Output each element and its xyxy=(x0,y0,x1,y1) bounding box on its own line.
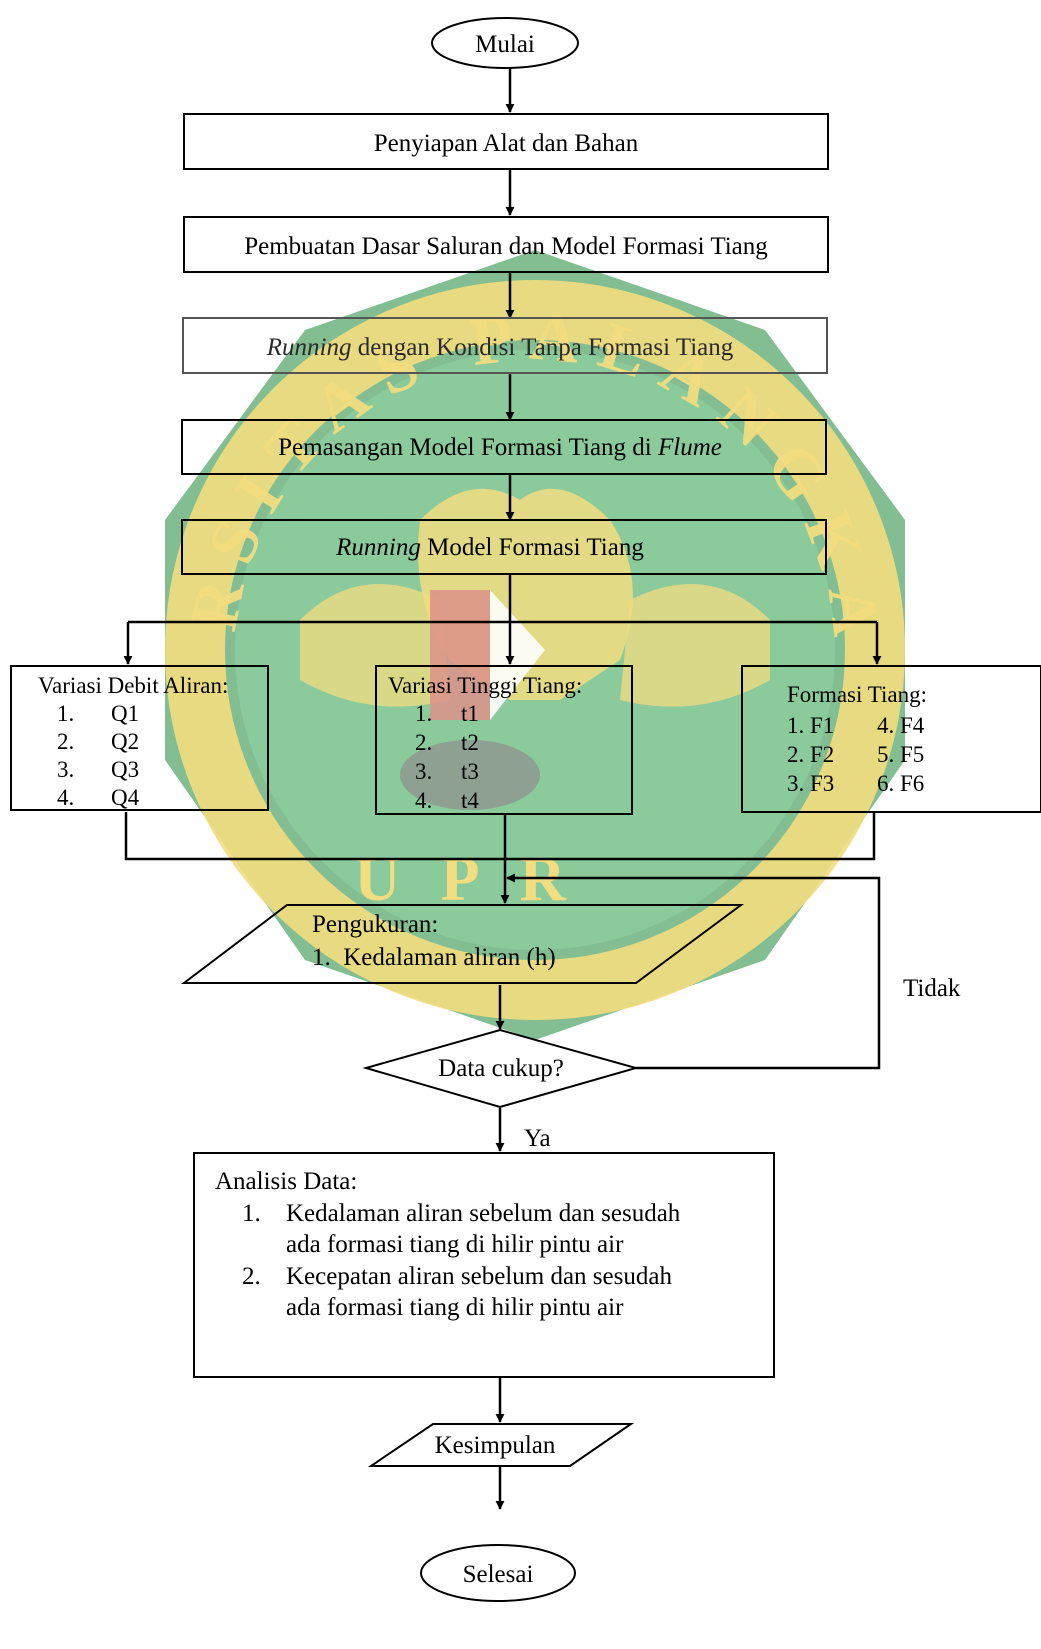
measurement-title: Pengukuran: xyxy=(312,911,438,938)
formation-title: Formasi Tiang: xyxy=(787,682,927,707)
run-model-label: Running Model Formasi Tiang xyxy=(335,534,644,561)
height-item-label: t1 xyxy=(461,701,479,726)
install-box xyxy=(181,419,827,475)
start-label: Mulai xyxy=(475,31,535,58)
run-model-box xyxy=(181,519,827,575)
decision-label: Data cukup? xyxy=(438,1055,564,1082)
debit-box xyxy=(10,665,269,811)
debit-item-label: Q4 xyxy=(111,785,140,810)
end-label: Selesai xyxy=(463,1561,534,1588)
height-item-num: 2. xyxy=(415,730,432,755)
height-item-num: 1. xyxy=(415,701,432,726)
debit-item-label: Q1 xyxy=(111,701,139,726)
formation-list: 1. F1 4. F4 2. F2 5. F5 3. F3 6. F6 xyxy=(787,713,925,796)
label-no: Tidak xyxy=(903,975,961,1002)
debit-title: Variasi Debit Aliran: xyxy=(38,673,228,698)
prepare-box xyxy=(183,113,829,170)
debit-list: 1. Q1 2. Q2 3. Q3 4. Q4 xyxy=(57,701,140,810)
merge-from-debit xyxy=(124,812,505,861)
install-text: Pemasangan Model Formasi Tiang di xyxy=(278,434,658,461)
run-without-label: Running dengan Kondisi Tanpa Formasi Tia… xyxy=(266,334,734,361)
labels: Mulai Penyiapan Alat dan Bahan Pembuatan… xyxy=(38,31,961,1588)
analysis-item-line: ada formasi tiang di hilir pintu air xyxy=(286,1231,624,1258)
analysis-item-num: 1. xyxy=(242,1200,261,1227)
formation-box xyxy=(741,665,1041,813)
formation-item-left: 1. F1 xyxy=(787,713,834,738)
conclusion-io xyxy=(367,1423,635,1467)
formation-item-left: 3. F3 xyxy=(787,771,834,796)
height-box xyxy=(375,665,633,815)
formation-item-right: 4. F4 xyxy=(877,713,925,738)
analysis-item-num: 2. xyxy=(242,1263,261,1290)
analysis-title: Analisis Data: xyxy=(215,1168,357,1195)
formation-item-left: 2. F2 xyxy=(787,742,834,767)
install-label: Pemasangan Model Formasi Tiang di Flume xyxy=(278,434,722,461)
label-yes: Ya xyxy=(524,1125,551,1152)
height-item-label: t4 xyxy=(461,788,479,813)
debit-item-num: 2. xyxy=(57,729,74,754)
run-model-italic: Running xyxy=(335,534,421,561)
loop-no xyxy=(506,873,881,1070)
debit-item-num: 3. xyxy=(57,757,74,782)
height-item-label: t2 xyxy=(461,730,479,755)
height-item-num: 3. xyxy=(415,759,432,784)
debit-item-label: Q2 xyxy=(111,729,139,754)
seal-wing-left xyxy=(300,584,450,707)
install-italic: Flume xyxy=(657,434,722,461)
analysis-box xyxy=(193,1152,775,1378)
seal-inner-disk xyxy=(235,350,835,950)
prepare-label: Penyiapan Alat dan Bahan xyxy=(374,130,639,157)
seal-base xyxy=(400,740,540,810)
run-without-rest: dengan Kondisi Tanpa Formasi Tiang xyxy=(351,334,733,361)
height-title: Variasi Tinggi Tiang: xyxy=(388,673,582,698)
formation-item-right: 6. F6 xyxy=(877,771,924,796)
debit-item-label: Q3 xyxy=(111,757,139,782)
analysis-item-line: Kecepatan aliran sebelum dan sesudah xyxy=(286,1263,672,1290)
formation-item-right: 5. F5 xyxy=(877,742,924,767)
decision-diamond xyxy=(362,1028,640,1109)
height-item-label: t3 xyxy=(461,759,479,784)
merge-from-formation xyxy=(505,812,876,861)
height-item-num: 4. xyxy=(415,788,432,813)
end-terminal xyxy=(420,1544,576,1602)
conclusion-label: Kesimpulan xyxy=(435,1432,556,1459)
measurement-io xyxy=(181,904,745,984)
debit-item-num: 4. xyxy=(57,785,74,810)
start-terminal xyxy=(431,17,579,69)
build-label: Pembuatan Dasar Saluran dan Model Formas… xyxy=(244,233,768,260)
seal-shield-red xyxy=(430,590,490,720)
build-box xyxy=(183,216,829,273)
connectors xyxy=(123,67,882,1510)
run-without-italic: Running xyxy=(266,334,352,361)
shapes xyxy=(10,17,1041,1602)
analysis-item-line: ada formasi tiang di hilir pintu air xyxy=(286,1294,624,1321)
seal-yellow-ring xyxy=(165,280,905,1020)
measurement-item: 1. Kedalaman aliran (h) xyxy=(312,944,556,971)
height-list: 1. t1 2. t2 3. t3 4. t4 xyxy=(415,701,479,813)
run-model-rest: Model Formasi Tiang xyxy=(421,534,644,561)
run-without-box xyxy=(182,317,828,374)
seal-bird-emblem xyxy=(418,488,633,700)
seal-wing-right xyxy=(620,584,770,707)
analysis-item-line: Kedalaman aliran sebelum dan sesudah xyxy=(286,1200,681,1227)
debit-item-num: 1. xyxy=(57,701,74,726)
